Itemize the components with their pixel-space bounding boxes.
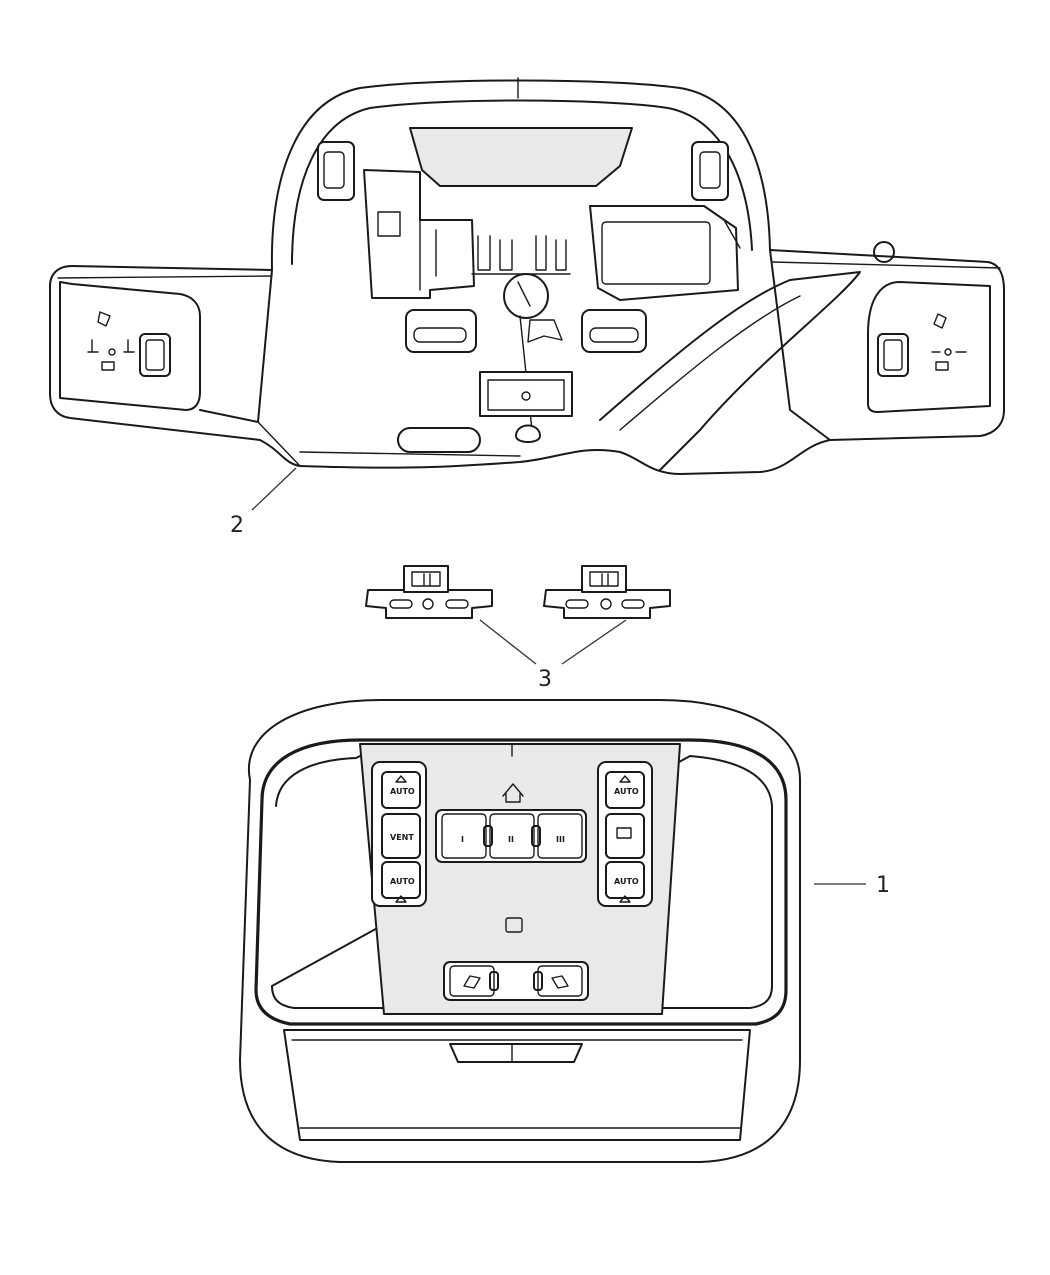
home-link-icon [502, 783, 524, 803]
left-top-button-label: AUTO [390, 787, 415, 796]
right-top-button-label: AUTO [614, 787, 639, 796]
clip-left [365, 565, 493, 619]
left-mid-button-label: VENT [390, 833, 414, 842]
right-bottom-button-label: AUTO [614, 877, 639, 886]
bracket-assembly [49, 77, 1005, 511]
reading-lamp-left-icon [463, 975, 481, 989]
callout-3: 3 [538, 667, 552, 692]
left-bottom-button-label: AUTO [390, 877, 415, 886]
reading-lamp-right-icon [551, 975, 569, 989]
callout-2: 2 [230, 513, 244, 538]
center-switch-1-label: I [461, 835, 464, 844]
center-switch-3-label: III [556, 835, 565, 844]
callout-1: 1 [876, 873, 890, 898]
clip-right [543, 565, 671, 619]
center-switch-2-label: II [508, 835, 514, 844]
overhead-console: AUTO VENT AUTO AUTO AUTO I II III [239, 699, 866, 1163]
dome-lamp-icon [505, 917, 523, 933]
